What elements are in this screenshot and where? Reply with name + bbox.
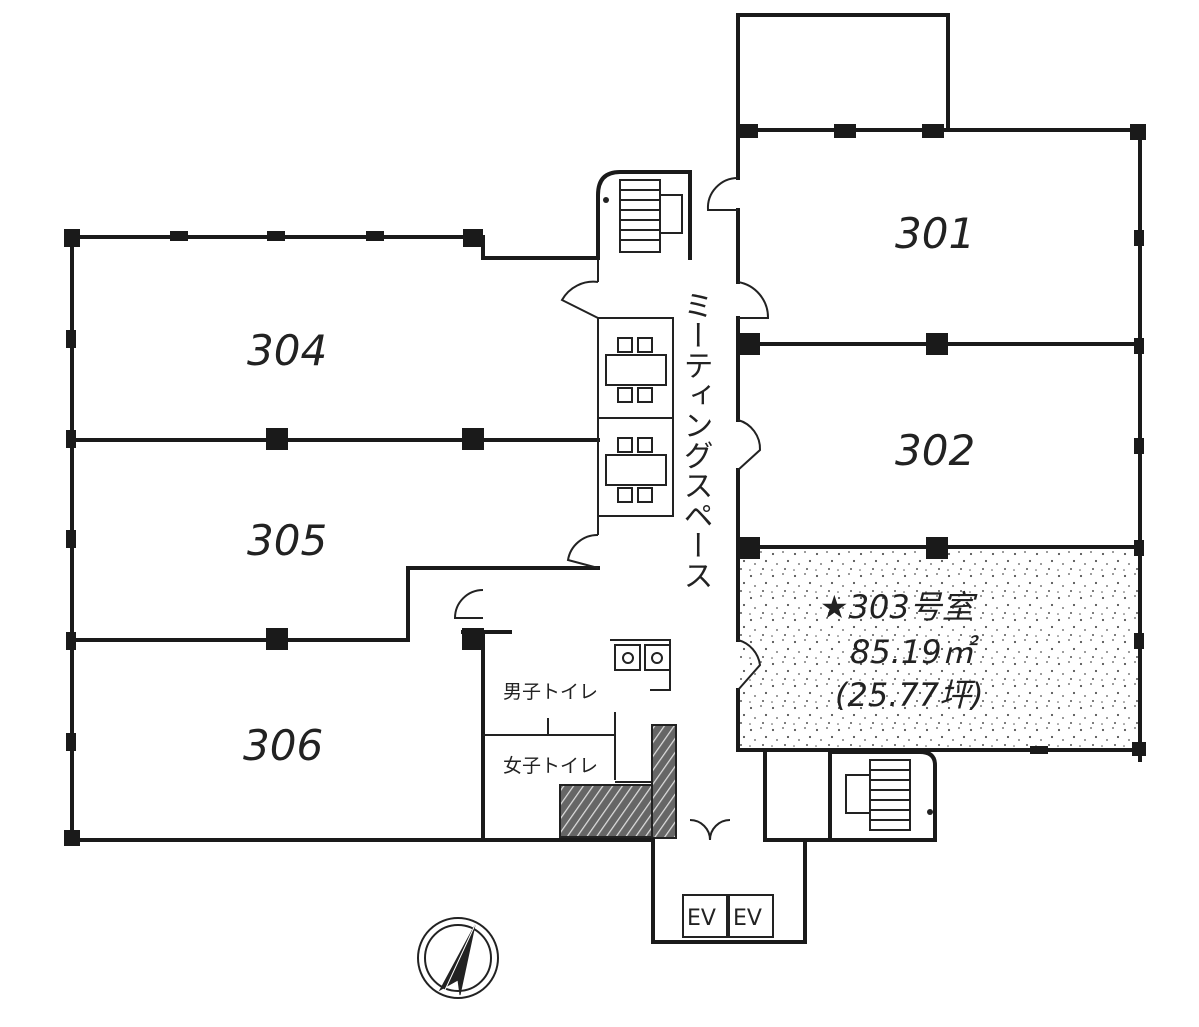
elevator-label: EV (687, 906, 716, 931)
featured-room-area-m2: 85.19㎡ (850, 633, 980, 671)
doors (453, 176, 770, 841)
room-305-label: 305 (247, 516, 327, 565)
mens-toilet-label: 男子トイレ (503, 681, 598, 703)
featured-room-303[interactable]: ★303号室 85.19㎡ (25.77坪) (740, 549, 1138, 748)
room-labels: 301 302 304 305 306 (243, 209, 975, 770)
featured-room-name: ★303号室 (820, 588, 978, 626)
meeting-area (597, 317, 674, 517)
stairwell-top (596, 170, 692, 260)
elevator-label: EV (733, 906, 762, 931)
right-wing-columns (738, 124, 1146, 756)
womens-toilet-label: 女子トイレ (503, 755, 598, 777)
elevator-lobby: EV EV (651, 838, 807, 944)
toilet-area (461, 630, 677, 842)
room-302-label: 302 (895, 426, 975, 475)
north-arrow-icon (417, 917, 499, 999)
left-wing-walls (68, 235, 655, 842)
stairwell-bottom (803, 750, 937, 842)
featured-room-area-tsubo: (25.77坪) (835, 676, 984, 714)
room-304-label: 304 (247, 326, 327, 375)
meeting-space-label: ミーティングスペース (678, 290, 713, 590)
room-301-label: 301 (895, 209, 975, 258)
room-306-label: 306 (243, 721, 323, 770)
